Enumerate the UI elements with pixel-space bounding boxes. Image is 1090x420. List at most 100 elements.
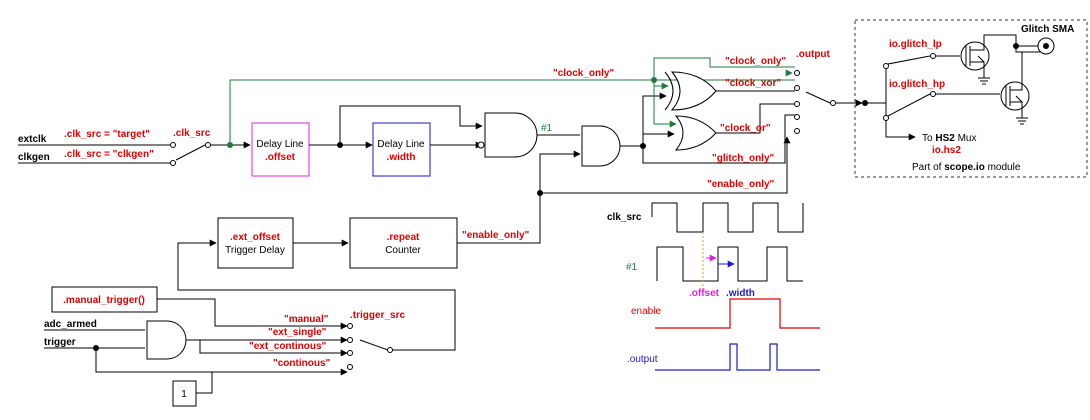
trigger-delay-block: .ext_offset Trigger Delay <box>217 217 294 269</box>
and-gate-1 <box>484 112 538 158</box>
clock-only-top-wire <box>653 57 795 80</box>
manual-trigger-label[interactable]: .manual_trigger() <box>63 295 145 306</box>
part-of-prefix: Part of <box>912 162 944 173</box>
timing-offset-label: .offset <box>689 288 720 299</box>
output-selector: .output <box>785 49 863 134</box>
delay-width-param: .width <box>387 152 416 163</box>
extclk-label: extclk <box>18 134 47 145</box>
clk-src-label: .clk_src <box>173 128 211 139</box>
glitch-sma-connector-inner <box>1043 43 1049 49</box>
clk-src-waveform <box>651 202 804 233</box>
clock-to-or-wire <box>653 86 677 128</box>
clk-src-common <box>205 142 211 148</box>
trigger-src-label: .trigger_src <box>350 310 405 321</box>
and-gate-2 <box>581 125 621 167</box>
hp-mosfet-symbol <box>1005 78 1023 112</box>
trigger-label: trigger <box>44 337 76 348</box>
trigger-manual-label: "manual" <box>284 314 329 325</box>
trigger-contact-continous <box>347 364 353 370</box>
trigger-delay-box <box>217 217 294 269</box>
lp-switch-contact-b <box>930 53 936 59</box>
offset-to-and-wire <box>339 105 483 145</box>
delay-width-box <box>372 122 431 177</box>
delay-offset-param: .offset <box>265 152 296 163</box>
trigger-switch-common <box>387 347 393 353</box>
delay-offset-block: Delay Line .offset <box>251 122 310 177</box>
delay-width-block: Delay Line .width <box>372 122 431 177</box>
manual-to-selector-wire <box>157 298 348 330</box>
delay-offset-box <box>251 122 310 177</box>
clk-src-clkgen-label: .clk_src = "clkgen" <box>64 149 154 160</box>
trigger-ext-continous-label: "ext_continous" <box>249 341 327 352</box>
output-switch-blade <box>805 91 831 104</box>
counter-title: Counter <box>385 245 421 256</box>
trigger-switch-blade <box>359 339 389 351</box>
trigger-delay-title: Trigger Delay <box>225 245 285 256</box>
to-hs2-label: To HS2 Mux <box>922 133 976 144</box>
lp-switch-contact-a <box>883 63 889 69</box>
part-of-bold: scope.io <box>944 162 985 173</box>
counter-out-wire <box>457 233 541 244</box>
timing-clk-src-label: clk_src <box>607 212 642 223</box>
hp-drain-wire <box>1015 46 1040 78</box>
clock-only-label: "clock_only" <box>725 56 786 67</box>
clk-src-target-label: .clk_src = "target" <box>64 129 150 140</box>
lp-ground-symbol <box>978 72 990 85</box>
output-contact-glitch-only <box>794 114 800 120</box>
counter-box <box>349 217 458 269</box>
or-gate <box>674 115 717 151</box>
enable-only-wire <box>539 136 791 233</box>
glitch-only-wire <box>642 114 795 164</box>
output-switch-common <box>830 100 836 106</box>
lp-drain-wire <box>983 34 1017 46</box>
node1-waveform <box>656 246 803 282</box>
clock-source-section: extclk clkgen .clk_src = "target" .clk_s… <box>18 128 251 166</box>
counter-block: .repeat Counter <box>349 217 458 269</box>
scope-io-module: io.glitch_lp io.glitch_hp Glitch SMA To … <box>854 19 1088 178</box>
trigger-contact-ext-continous <box>347 350 353 356</box>
counter-param: .repeat <box>387 232 420 243</box>
timing-width-label: .width <box>726 288 755 299</box>
glitch-only-label: "glitch_only" <box>712 153 775 164</box>
hp-switch-contact-a <box>883 115 889 121</box>
glitch-to-xor-wire <box>642 92 667 146</box>
to-hs2-bold: HS2 <box>935 133 955 144</box>
trigger-delay-param: .ext_offset <box>230 232 281 243</box>
output-contact-clock-only <box>794 70 800 76</box>
io-to-lp-wire <box>865 69 887 104</box>
glitch-hp-label: io.glitch_hp <box>889 79 945 90</box>
output-contact-enable-only <box>794 128 800 134</box>
trigger-continous-label: "continous" <box>273 358 331 369</box>
timing-enable-label: enable <box>631 306 661 317</box>
delay-offset-title: Delay Line <box>256 139 304 150</box>
const-one-wire <box>196 372 213 394</box>
lp-switch-blade <box>887 55 931 65</box>
clock-or-label: "clock_or" <box>720 123 771 134</box>
output-contact-clock-or <box>794 101 800 107</box>
trigger-feedback-wire <box>177 239 456 351</box>
lp-mosfet <box>960 41 990 71</box>
node1-label: #1 <box>541 123 553 134</box>
part-of-suffix: module <box>985 162 1021 173</box>
glitch-to-or-wire <box>642 130 675 146</box>
trigger-ext-single-label: "ext_single" <box>268 327 327 338</box>
glitch-lp-label: io.glitch_lp <box>889 39 942 50</box>
trigger-and-gate <box>146 320 187 360</box>
scope-io-boundary <box>854 19 1088 178</box>
and-to-ext-continous-wire <box>199 340 348 357</box>
clk-src-contact-a <box>170 142 176 148</box>
to-hs2-suffix: Mux <box>955 133 977 144</box>
enable-to-and2-wire <box>539 150 581 193</box>
output-waveform <box>655 343 820 371</box>
and-gate-1-invert-bubble <box>477 141 485 149</box>
lp-mosfet-symbol <box>965 38 985 72</box>
output-contact-clock-xor <box>794 85 800 91</box>
hp-mosfet <box>1000 81 1030 111</box>
clk-src-contact-b <box>170 160 176 166</box>
glitch-sma-label: Glitch SMA <box>1021 24 1074 35</box>
timing-node1-label: #1 <box>626 262 638 273</box>
const-one-label: 1 <box>181 389 187 400</box>
trigger-to-continous-wire <box>95 348 348 376</box>
delay-width-title: Delay Line <box>377 139 425 150</box>
